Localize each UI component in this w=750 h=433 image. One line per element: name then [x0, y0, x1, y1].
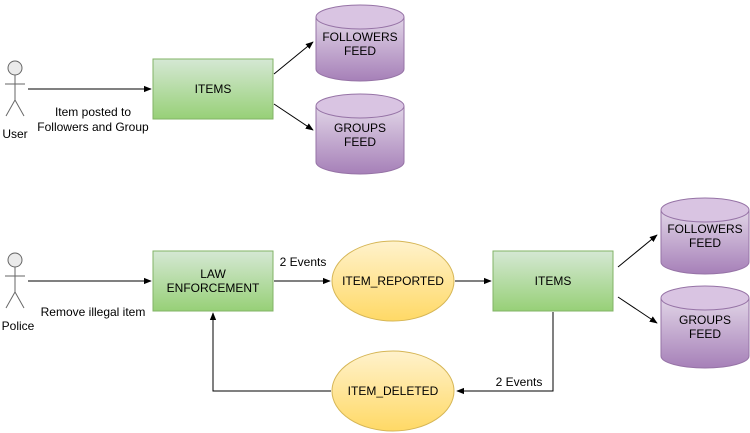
groups-feed-store-top[interactable]: GROUPS FEED: [315, 93, 405, 175]
item-reported-event[interactable]: ITEM_REPORTED: [331, 240, 455, 322]
groups-feed-bottom-line1: GROUPS: [679, 313, 731, 327]
edge-label-posted-line2: Followers and Group: [37, 120, 149, 134]
law-enforcement-line2: ENFORCEMENT: [167, 281, 260, 295]
edge-label-events-to-reported: 2 Events: [280, 255, 327, 269]
user-label: User: [2, 127, 27, 141]
user-actor-icon: [5, 60, 25, 117]
edge-items-to-followers-bottom: [617, 234, 658, 268]
groups-feed-top-line2: FEED: [344, 135, 376, 149]
items-top-label: ITEMS: [195, 82, 232, 96]
edge-items-to-groups-top: [273, 103, 314, 131]
followers-feed-bottom-line2: FEED: [689, 236, 721, 250]
item-deleted-event[interactable]: ITEM_DELETED: [331, 350, 455, 432]
edge-items-to-followers-top: [273, 41, 314, 75]
items-process-bottom[interactable]: ITEMS: [492, 250, 614, 312]
edge-label-posted-line1: Item posted to: [55, 105, 131, 119]
followers-feed-bottom-line1: FOLLOWERS: [667, 222, 742, 236]
item-deleted-label: ITEM_DELETED: [348, 384, 439, 398]
items-process-top[interactable]: ITEMS: [152, 58, 274, 120]
item-reported-label: ITEM_REPORTED: [342, 274, 444, 288]
followers-feed-top-line1: FOLLOWERS: [322, 30, 397, 44]
edge-label-events-to-deleted: 2 Events: [496, 375, 543, 389]
groups-feed-top-line1: GROUPS: [334, 121, 386, 135]
edge-items-to-groups-bottom: [617, 296, 658, 324]
edge-items-to-deleted: [456, 312, 554, 395]
items-bottom-label: ITEMS: [535, 274, 572, 288]
police-actor-icon: [5, 252, 25, 309]
followers-feed-top-line2: FEED: [344, 44, 376, 58]
edge-deleted-to-law-enforcement: [209, 312, 331, 392]
followers-feed-store-bottom[interactable]: FOLLOWERS FEED: [660, 197, 750, 275]
edge-label-remove: Remove illegal item: [41, 305, 146, 319]
groups-feed-bottom-line2: FEED: [689, 327, 721, 341]
law-enforcement-line1: LAW: [200, 267, 226, 281]
followers-feed-store-top[interactable]: FOLLOWERS FEED: [315, 4, 405, 82]
law-enforcement-process[interactable]: LAW ENFORCEMENT: [152, 250, 274, 312]
groups-feed-store-bottom[interactable]: GROUPS FEED: [660, 285, 750, 369]
police-label: Police: [2, 319, 35, 333]
